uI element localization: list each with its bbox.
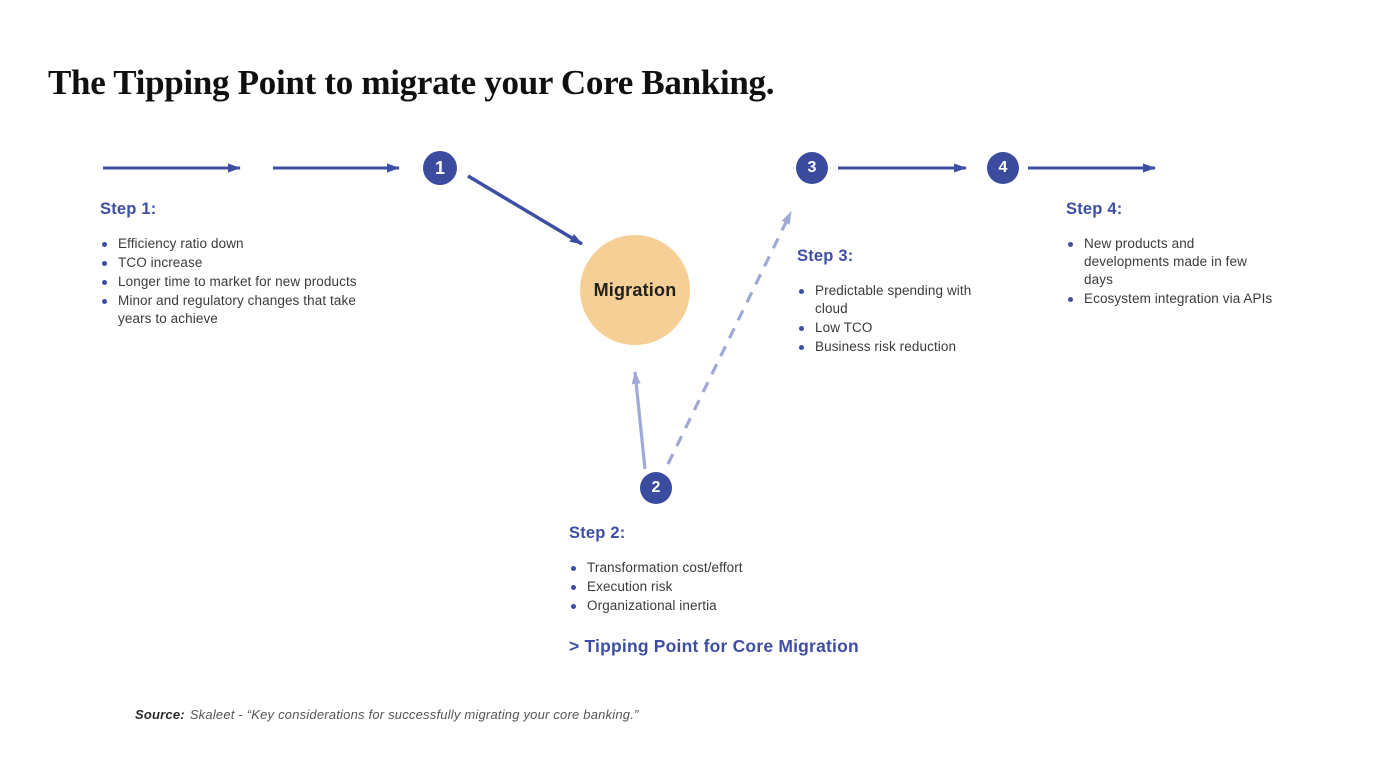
bullet-item: Ecosystem integration via APIs (1066, 290, 1272, 308)
step-3-bullets: Predictable spending with cloud Low TCO … (797, 282, 979, 356)
step-1-heading: Step 1: (100, 200, 157, 218)
step-1-block: Step 1: Efficiency ratio down TCO increa… (100, 200, 374, 329)
bullet-item: Business risk reduction (797, 338, 979, 356)
page-title: The Tipping Point to migrate your Core B… (48, 63, 775, 103)
bullet-item: TCO increase (100, 254, 374, 272)
node-4-label: 4 (998, 159, 1008, 176)
step-2-heading: Step 2: (569, 524, 626, 542)
bullet-item: Predictable spending with cloud (797, 282, 979, 318)
node-2-label: 2 (651, 479, 661, 496)
step-2-bullets: Transformation cost/effort Execution ris… (569, 559, 849, 615)
node-1-label: 1 (434, 157, 445, 178)
node-3: 3 (796, 152, 828, 184)
bullet-item: Execution risk (569, 578, 849, 596)
node-2: 2 (640, 472, 672, 504)
arrow-node1-to-migration (467, 174, 583, 246)
node-3-label: 3 (807, 159, 817, 176)
bullet-item: Efficiency ratio down (100, 235, 374, 253)
source-label: Source: (135, 707, 185, 722)
bullet-item: Transformation cost/effort (569, 559, 849, 577)
arrow-node2-to-migration (631, 371, 647, 470)
step-3-heading: Step 3: (797, 247, 854, 265)
arrow-node2-to-node3-dashed (666, 211, 793, 465)
step-1-bullets: Efficiency ratio down TCO increase Longe… (100, 235, 374, 328)
step-4-heading: Step 4: (1066, 200, 1123, 218)
bullet-item: New products and developments made in fe… (1066, 235, 1256, 289)
bullet-item: Low TCO (797, 319, 979, 337)
bullet-item: Organizational inertia (569, 597, 849, 615)
bullet-item: Minor and regulatory changes that take y… (100, 292, 374, 328)
step-3-block: Step 3: Predictable spending with cloud … (797, 247, 979, 357)
step-4-block: Step 4: New products and developments ma… (1066, 200, 1272, 309)
step-4-bullets: New products and developments made in fe… (1066, 235, 1272, 308)
source-text: Skaleet - “Key considerations for succes… (189, 707, 639, 722)
node-1: 1 (423, 151, 457, 185)
tipping-point-callout: > Tipping Point for Core Migration (569, 636, 859, 656)
migration-label: Migration (593, 279, 677, 300)
node-4: 4 (987, 152, 1019, 184)
migration-circle: Migration (580, 235, 690, 345)
step-2-block: Step 2: Transformation cost/effort Execu… (569, 524, 859, 657)
source-line: Source: Skaleet - “Key considerations for… (135, 707, 639, 722)
bullet-item: Longer time to market for new products (100, 273, 374, 291)
